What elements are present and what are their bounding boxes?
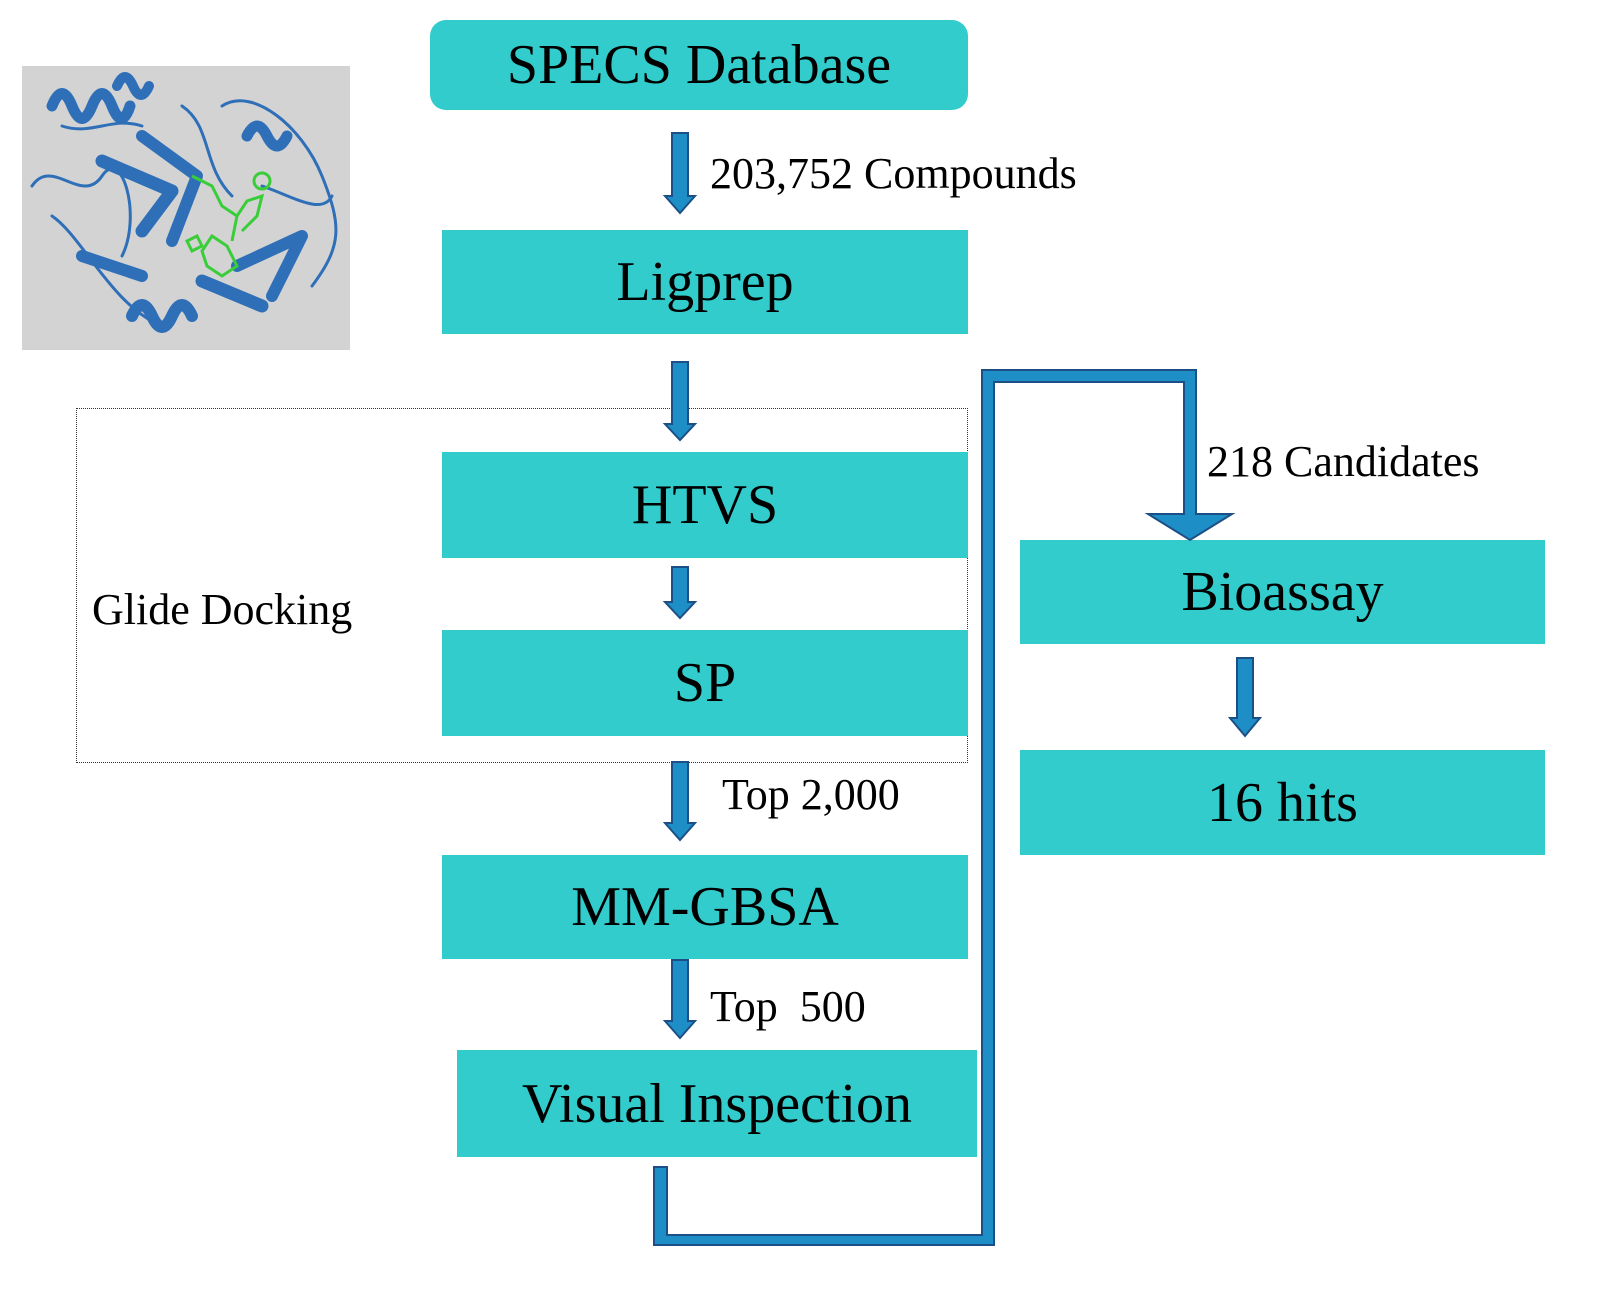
arrow-htvs-to-sp xyxy=(662,566,698,620)
candidates-count-label: 218 Candidates xyxy=(1207,437,1480,486)
arrow-specs-to-ligprep xyxy=(662,132,698,215)
ligprep-box: Ligprep xyxy=(442,230,968,334)
glide-docking-frame xyxy=(76,408,968,763)
loop-connector-to-bioassay xyxy=(653,369,1236,1246)
top-500-label: Top 500 xyxy=(710,982,866,1031)
sp-box: SP xyxy=(442,630,968,736)
hits-box: 16 hits xyxy=(1020,750,1545,855)
arrow-bioassay-to-hits xyxy=(1227,657,1263,738)
specs-database-box: SPECS Database xyxy=(430,20,968,110)
compounds-count-label: 203,752 Compounds xyxy=(710,149,1077,198)
protein-structure-image xyxy=(22,66,350,350)
visual-inspection-box: Visual Inspection xyxy=(457,1050,977,1157)
arrow-sp-to-mmgbsa xyxy=(662,761,698,842)
arrow-ligprep-to-htvs xyxy=(662,361,698,442)
mm-gbsa-box: MM-GBSA xyxy=(442,855,968,959)
htvs-box: HTVS xyxy=(442,452,968,558)
glide-docking-label: Glide Docking xyxy=(92,585,353,634)
arrow-mmgbsa-to-visual xyxy=(662,959,698,1040)
protein-ribbon-graphic xyxy=(30,72,338,333)
bioassay-box: Bioassay xyxy=(1020,540,1545,644)
top-2000-label: Top 2,000 xyxy=(722,770,900,819)
